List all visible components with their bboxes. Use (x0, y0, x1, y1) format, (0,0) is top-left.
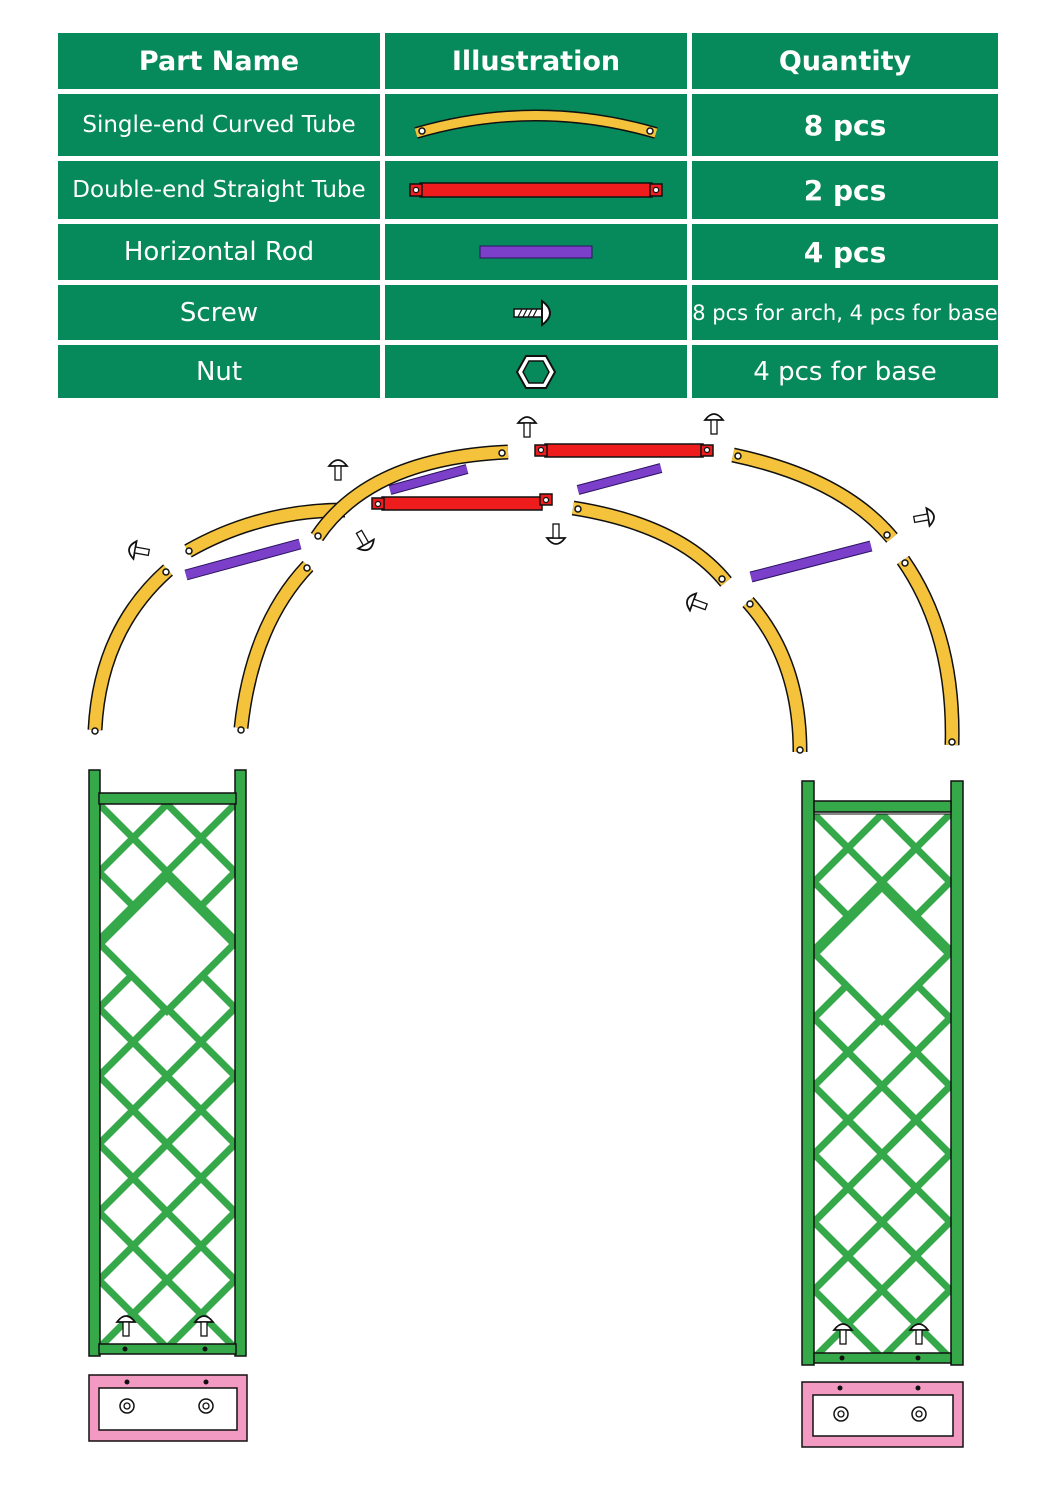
nut-icon (515, 354, 557, 389)
arch-screw-2 (516, 416, 538, 438)
quantity-curved-tube: 8 pcs (692, 94, 998, 156)
arch-screw-4 (545, 523, 567, 545)
base-screw-right-1 (832, 1323, 854, 1345)
trellis-panel-right (801, 780, 964, 1366)
base-left (88, 1374, 248, 1442)
arch-screw-3 (703, 413, 725, 435)
base-screw-left-2 (193, 1315, 215, 1337)
curved-tube-left-inner-upper (310, 444, 509, 542)
quantity-horizontal-rod: 4 pcs (692, 224, 998, 280)
straight-tube-upper (534, 443, 714, 458)
part-name-nut: Nut (58, 345, 380, 398)
curved-tube-right-outer-lower (896, 555, 960, 746)
curved-tube-right-inner-upper (571, 500, 732, 587)
part-name-screw: Screw (58, 285, 380, 340)
illustration-cell-straight-tube (385, 161, 687, 219)
curved-tube-right-outer-upper (731, 447, 898, 543)
parts-table: Part Name Illustration Quantity Single-e… (58, 33, 998, 398)
part-name-straight-tube: Double-end Straight Tube (58, 161, 380, 219)
nut-right-2 (911, 1406, 927, 1422)
illustration-cell-screw (385, 285, 687, 340)
arch-screw-1 (327, 459, 349, 481)
quantity-nut: 4 pcs for base (692, 345, 998, 398)
quantity-screw: 8 pcs for arch, 4 pcs for base (692, 285, 998, 340)
trellis-panel-left (88, 769, 247, 1357)
part-name-horizontal-rod: Horizontal Rod (58, 224, 380, 280)
curved-tube-left-outer-lower (87, 564, 173, 735)
arch-screw-5 (355, 529, 375, 552)
screw-icon (513, 298, 551, 327)
quantity-straight-tube: 2 pcs (692, 161, 998, 219)
header-quantity: Quantity (692, 33, 998, 89)
horizontal-rod-icon (479, 245, 593, 259)
arch-screw-7 (912, 506, 935, 528)
nut-left-2 (198, 1398, 214, 1414)
curved-tube-right-inner-lower (742, 596, 808, 754)
curved-tube-left-inner-lower (233, 560, 314, 734)
illustration-cell-curved-tube (385, 94, 687, 156)
curved-tube-icon (414, 109, 658, 139)
straight-tube-icon (409, 182, 663, 198)
nut-right-1 (833, 1406, 849, 1422)
arch-screw-6 (128, 539, 151, 561)
header-illustration: Illustration (385, 33, 687, 89)
header-part-name: Part Name (58, 33, 380, 89)
illustration-cell-nut (385, 345, 687, 398)
base-screw-left-1 (115, 1315, 137, 1337)
base-screw-right-2 (908, 1323, 930, 1345)
arch-screw-8 (686, 592, 709, 613)
straight-tube-lower (371, 493, 553, 511)
nut-left-1 (119, 1398, 135, 1414)
illustration-cell-horizontal-rod (385, 224, 687, 280)
part-name-curved-tube: Single-end Curved Tube (58, 94, 380, 156)
base-right (801, 1381, 964, 1448)
